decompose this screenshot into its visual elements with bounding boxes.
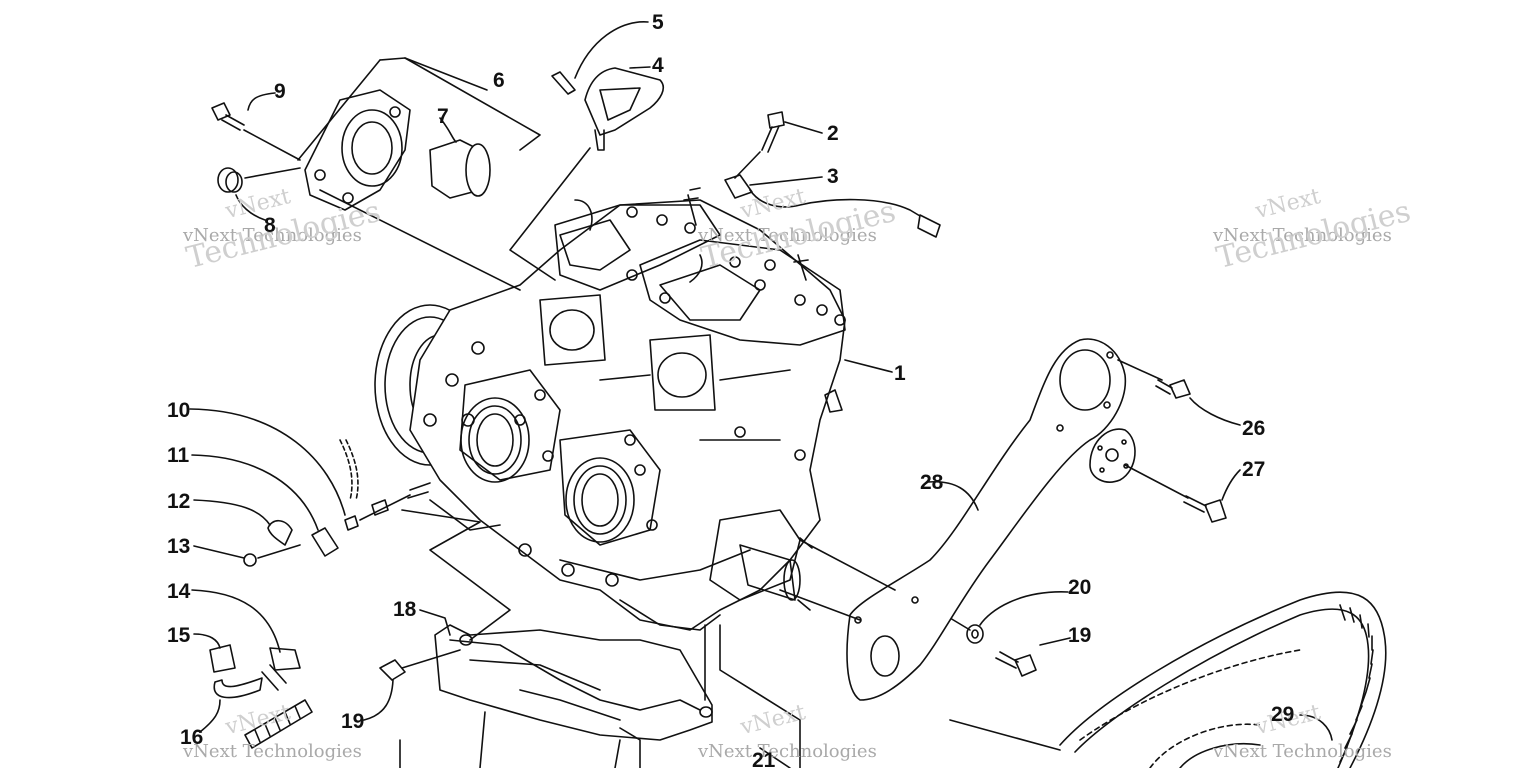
callout-4: 4 [652,54,664,77]
callout-19-right: 19 [1068,624,1092,647]
callout-21: 21 [752,749,776,772]
callout-3: 3 [827,165,839,188]
washer-part-20 [966,624,984,644]
callout-26: 26 [1242,417,1266,440]
callout-7: 7 [437,105,449,128]
callout-14: 14 [167,580,191,603]
callout-20: 20 [1068,576,1092,599]
recoil-handle-part-4 [584,67,665,151]
bushing-part-8 [217,167,243,193]
bracket-part-28 [846,338,1127,701]
fittings-14-16 [209,644,313,749]
callout-29: 29 [1271,703,1295,726]
bolt-part-26 [1155,379,1191,399]
callout-19-left: 19 [341,710,365,733]
pulley-part-7 [429,139,491,199]
motor-mount-part-18 [399,624,713,768]
callout-5: 5 [652,11,664,34]
hub-part-27 [1089,428,1136,483]
bolt-part-19-left [379,649,461,681]
bolt-part-27 [1183,495,1227,523]
callout-10: 10 [167,399,191,422]
clip-part-5 [551,71,576,95]
callout-2: 2 [827,122,839,145]
sensor-part-3 [724,174,941,238]
bolt-part-9 [211,102,245,131]
small-parts-10-13 [243,439,431,567]
callout-15: 15 [167,624,191,647]
callout-1: 1 [894,362,906,385]
callout-11: 11 [167,444,190,467]
starter-housing-part-6 [304,89,411,211]
bolt-part-2 [761,111,785,153]
callout-9: 9 [274,80,286,103]
drive-belt-part-29 [1059,591,1387,768]
callout-6: 6 [493,69,505,92]
callout-18: 18 [393,598,417,621]
callout-13: 13 [167,535,191,558]
callout-28: 28 [920,471,944,494]
callout-12: 12 [167,490,191,513]
callout-27: 27 [1242,458,1266,481]
callout-8: 8 [264,214,276,237]
callout-16: 16 [180,726,204,749]
engine-assembly [374,187,846,631]
bolt-part-19-right [995,651,1037,677]
